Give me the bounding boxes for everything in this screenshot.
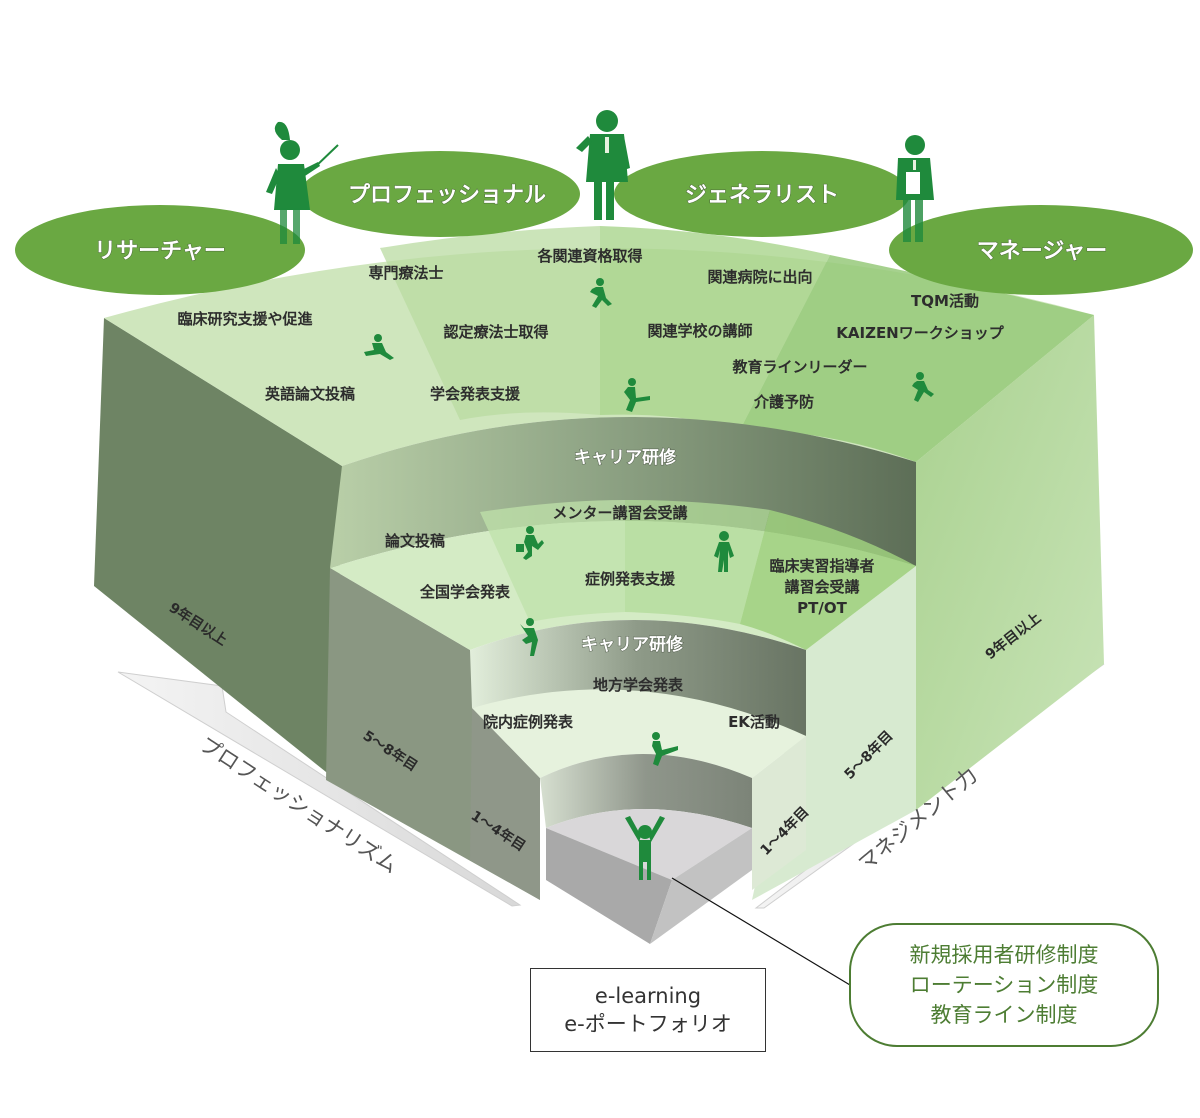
item-clinical-instructor: 臨床実習指導者 [769, 557, 874, 575]
role-ellipse-researcher[interactable] [15, 205, 305, 295]
tier-1to4-right-face [752, 736, 806, 890]
item-regional-conference: 地方学会発表 [593, 676, 684, 694]
person-arms-raised-icon [625, 816, 665, 880]
item-conference-support: 学会発表支援 [430, 385, 521, 403]
core-block-right-face [650, 828, 752, 944]
professional-figure-icon [576, 110, 630, 220]
item-specialist-therapist: 専門療法士 [368, 264, 443, 282]
role-label-manager: マネージャー [977, 239, 1107, 264]
callout-line-rotation: ローテーション制度 [909, 973, 1099, 997]
role-ellipse-generalist[interactable] [614, 151, 910, 237]
role-label-generalist: ジェネラリスト [685, 183, 839, 208]
running-figure-icon [364, 334, 394, 360]
researcher-figure-icon [266, 121, 339, 244]
item-school-lecturer: 関連学校の講師 [647, 322, 752, 340]
item-ek-activity: EK活動 [728, 713, 780, 731]
kicking-figure-icon [652, 732, 678, 766]
item-english-paper: 英語論文投稿 [265, 385, 355, 403]
kicking-figure-icon [624, 378, 650, 412]
career-training-label-outer: キャリア研修 [574, 447, 677, 468]
item-course-attendance: 講習会受講 [784, 578, 859, 596]
businessman-running-icon [516, 526, 544, 560]
item-pt-ot: PT/OT [797, 599, 847, 617]
item-care-prevention: 介護予防 [753, 393, 814, 411]
item-kaizen-workshop: KAIZENワークショップ [836, 324, 1004, 342]
eportfolio-label: e-ポートフォリオ [564, 1012, 732, 1036]
climbing-figure-icon [520, 618, 538, 656]
item-tqm: TQM活動 [911, 292, 979, 310]
walking-figure-icon [714, 531, 734, 572]
item-education-line-leader: 教育ラインリーダー [731, 358, 867, 376]
callout-line-new-hire-training: 新規採用者研修制度 [909, 943, 1099, 967]
item-mentor-course: メンター講習会受講 [552, 504, 687, 522]
tier-9plus-left-face [94, 318, 342, 780]
item-case-presentation-support: 症例発表支援 [585, 570, 676, 588]
tier-1to4-top [472, 689, 806, 778]
role-label-researcher: リサーチャー [94, 239, 226, 264]
item-secondment: 関連病院に出向 [707, 268, 812, 286]
callout-connector-line [671, 877, 851, 986]
career-training-label-middle: キャリア研修 [581, 634, 684, 655]
core-block-left-face [546, 828, 672, 944]
professionalism-axis-arrow [117, 671, 522, 907]
elearning-box: e-learning e-ポートフォリオ [530, 968, 766, 1052]
item-paper-submission: 論文投稿 [385, 532, 445, 550]
item-clinical-research: 臨床研究支援や促進 [177, 310, 313, 328]
elearning-label: e-learning [594, 984, 702, 1008]
item-inhouse-case-presentation: 院内症例発表 [483, 713, 574, 731]
tier-1to4-left-face [470, 708, 540, 900]
manager-figure-icon [896, 135, 934, 242]
tier-9plus-right-face [916, 315, 1104, 810]
role-ellipse-manager[interactable] [889, 205, 1193, 295]
new-hire-programs-callout: 新規採用者研修制度 ローテーション制度 教育ライン制度 [849, 923, 1159, 1047]
career-band-inner [540, 754, 752, 828]
callout-line-education-line: 教育ライン制度 [930, 1003, 1078, 1027]
item-national-conference: 全国学会発表 [419, 583, 511, 601]
item-related-qualifications: 各関連資格取得 [536, 247, 642, 265]
running-figure-icon [590, 278, 612, 308]
role-label-professional: プロフェッショナル [348, 183, 546, 208]
role-ellipse-professional[interactable] [300, 151, 580, 237]
item-certified-therapist: 認定療法士取得 [443, 323, 548, 341]
running-figure-icon [912, 372, 934, 402]
